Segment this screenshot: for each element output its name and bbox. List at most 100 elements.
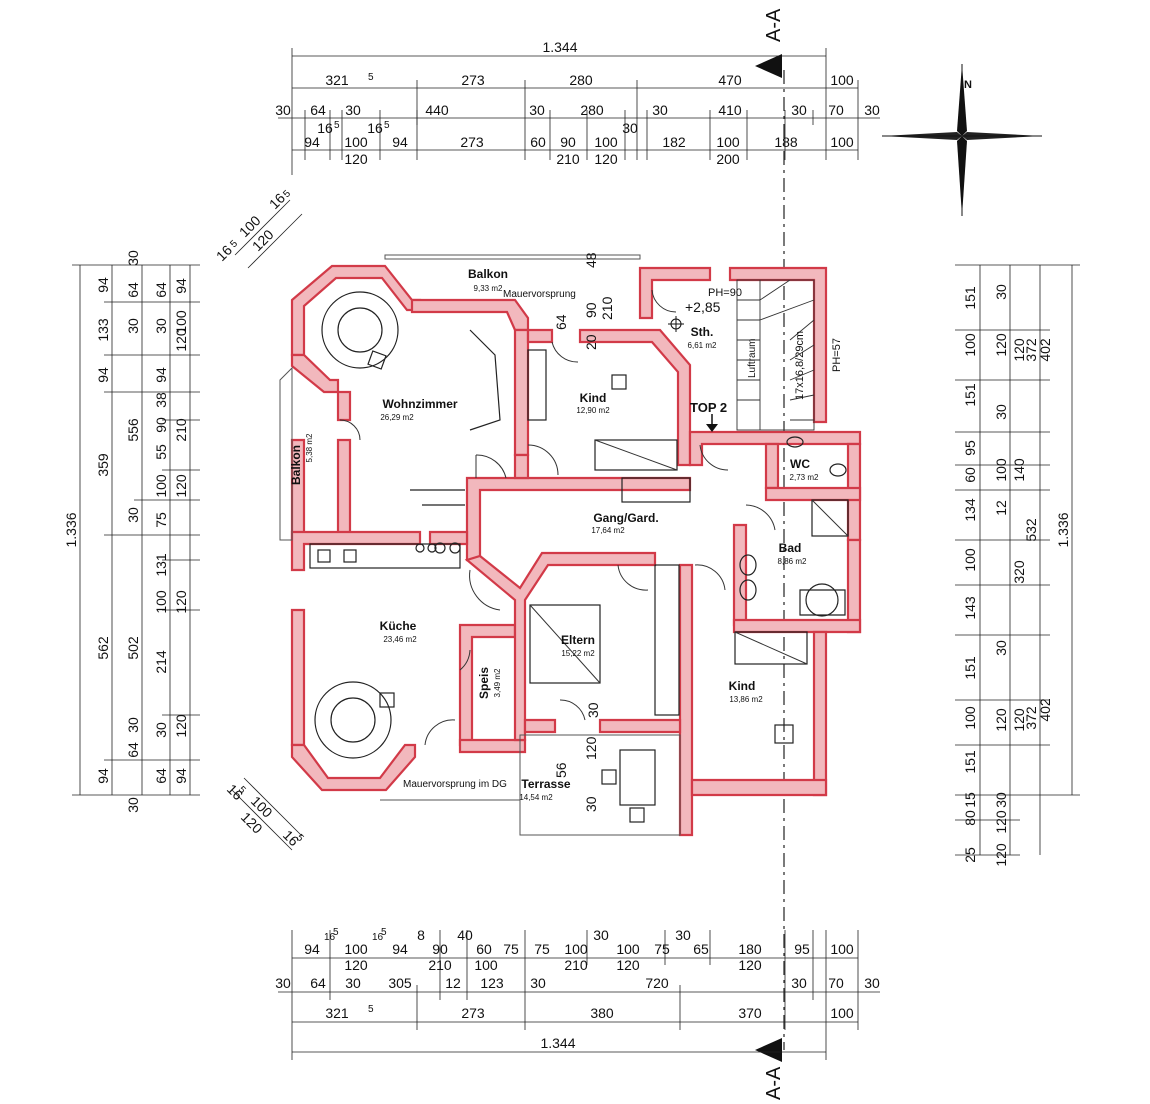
interior-dim: 64: [553, 314, 569, 330]
dim-left-label: 120: [173, 590, 189, 614]
dim-left-label: 100: [173, 310, 189, 334]
dimension-top: 1.344 321 5 273 280 470 100 30 64 30 440…: [275, 39, 880, 175]
dim-top-label: 70: [828, 102, 844, 118]
dim-top-label: 188: [774, 134, 798, 150]
room-area: 14,54 m2: [519, 793, 553, 802]
ph57-label: PH=57: [831, 338, 843, 372]
dim-left-label: 210: [173, 418, 189, 442]
dim-right-total: 1.336: [1055, 512, 1071, 547]
dim-right-label: 320: [1011, 560, 1027, 584]
room-balkon-left: Balkon 5,38 m2: [289, 433, 314, 485]
dim-top-label: 90: [560, 134, 576, 150]
dim-bottom-label: 123: [480, 975, 504, 991]
dim-bottom-label: 30: [345, 975, 361, 991]
dim-bottom-label: 5: [333, 927, 339, 938]
dim-bottom-label: 75: [534, 941, 550, 957]
dim-left-label: 94: [153, 367, 169, 383]
room-sth: Sth. 6,61 m2: [668, 316, 717, 350]
dim-bottom-label: 94: [392, 941, 408, 957]
dim-top-label: 182: [662, 134, 686, 150]
dim-top-label: 280: [569, 72, 593, 88]
room-eltern: Eltern 15,22 m2: [561, 633, 595, 658]
dim-top-label: 273: [461, 72, 485, 88]
dim-bottom-label: 120: [738, 957, 762, 973]
dimension-right: 1.336 151 100 151 95 60 134 100 143 151 …: [955, 264, 1080, 867]
dim-right-label: 120: [993, 810, 1009, 834]
dim-top-label: 440: [425, 102, 449, 118]
dim-right-label: 151: [962, 750, 978, 774]
room-name: Kind: [729, 679, 756, 693]
dim-top-label: 120: [594, 151, 618, 167]
dim-top-label: 100: [344, 134, 368, 150]
dim-bottom-label: 30: [530, 975, 546, 991]
dim-bottom-label: 30: [675, 927, 691, 943]
dim-left-label: 30: [125, 318, 141, 334]
dim-left-label: 562: [95, 636, 111, 660]
dim-top-label: 30: [345, 102, 361, 118]
dim-bottom-label: 30: [791, 975, 807, 991]
dim-left-label: 30: [153, 318, 169, 334]
compass-rose: N: [882, 64, 1042, 216]
room-area: 5,38 m2: [305, 433, 314, 462]
walls: [279, 254, 862, 837]
dim-right-label: 151: [962, 286, 978, 310]
dim-left-label: 100: [153, 474, 169, 498]
dim-right-label: 30: [993, 404, 1009, 420]
dim-bottom-label: 5: [368, 1004, 374, 1015]
dim-right-label: 134: [962, 498, 978, 522]
dim-left-label: 30: [153, 722, 169, 738]
dim-right-label: 25: [962, 847, 978, 863]
dim-bottom-label: 65: [693, 941, 709, 957]
section-marker-bottom: A-A: [755, 1038, 785, 1100]
room-kind-1: Kind 12,90 m2: [576, 391, 610, 415]
dim-right-label: 151: [962, 383, 978, 407]
dim-top-label: 30: [275, 102, 291, 118]
dim-right-label: 100: [993, 458, 1009, 482]
dim-bottom-label: 305: [388, 975, 412, 991]
dim-top-label: 120: [344, 151, 368, 167]
interior-dim: 30: [583, 796, 599, 812]
dim-bottom-label: 100: [474, 957, 498, 973]
dim-right-label: 30: [993, 640, 1009, 656]
dim-right-label: 120: [993, 843, 1009, 867]
dimension-bottom: 94 16 5 100 16 5 94 8 90 40 60 75 75 100…: [275, 927, 880, 1060]
dim-bottom-label: 75: [503, 941, 519, 957]
interior-dim: 210: [599, 296, 615, 320]
dim-top-label: 200: [716, 151, 740, 167]
dim-right-label: 12: [993, 500, 1009, 516]
room-area: 15,22 m2: [561, 649, 595, 658]
dim-right-label: 15: [962, 792, 978, 808]
room-name: Balkon: [289, 445, 303, 485]
dim-top-total: 1.344: [542, 39, 577, 55]
dim-bottom-label: 75: [654, 941, 670, 957]
dim-right-label: 402: [1037, 338, 1053, 362]
room-bad: Bad 8,86 m2: [778, 541, 807, 566]
interior-dim: 48: [583, 252, 599, 268]
dim-left-label: 94: [95, 277, 111, 293]
dim-top-label: 60: [530, 134, 546, 150]
dim-bottom-label: 100: [830, 941, 854, 957]
dim-bottom-label: 40: [457, 927, 473, 943]
dim-top-label: 100: [594, 134, 618, 150]
room-name: Kind: [580, 391, 607, 405]
room-area: 6,61 m2: [688, 341, 717, 350]
dim-left-total: 1.336: [63, 512, 79, 547]
dim-bottom-label: 100: [344, 941, 368, 957]
dim-bottom-label: 180: [738, 941, 762, 957]
room-speis: Speis 3,49 m2: [477, 667, 502, 699]
dim-bottom-total: 1.344: [540, 1035, 575, 1051]
dim-left-label: 94: [173, 768, 189, 784]
room-area: 13,86 m2: [729, 695, 763, 704]
dim-right-label: 60: [962, 467, 978, 483]
level-label: +2,85: [685, 299, 721, 315]
dimension-diagonal-top: 16 5 100 16 5 120: [213, 188, 303, 269]
dim-right-label: 120: [993, 333, 1009, 357]
interior-dim: 56: [553, 762, 569, 778]
dim-left-label: 30: [125, 250, 141, 266]
interior-dim: 20: [583, 334, 599, 350]
dim-bottom-label: 210: [564, 957, 588, 973]
dim-top-label: 410: [718, 102, 742, 118]
dim-left-label: 30: [125, 717, 141, 733]
room-gang: Gang/Gard. 17,64 m2: [591, 511, 658, 535]
